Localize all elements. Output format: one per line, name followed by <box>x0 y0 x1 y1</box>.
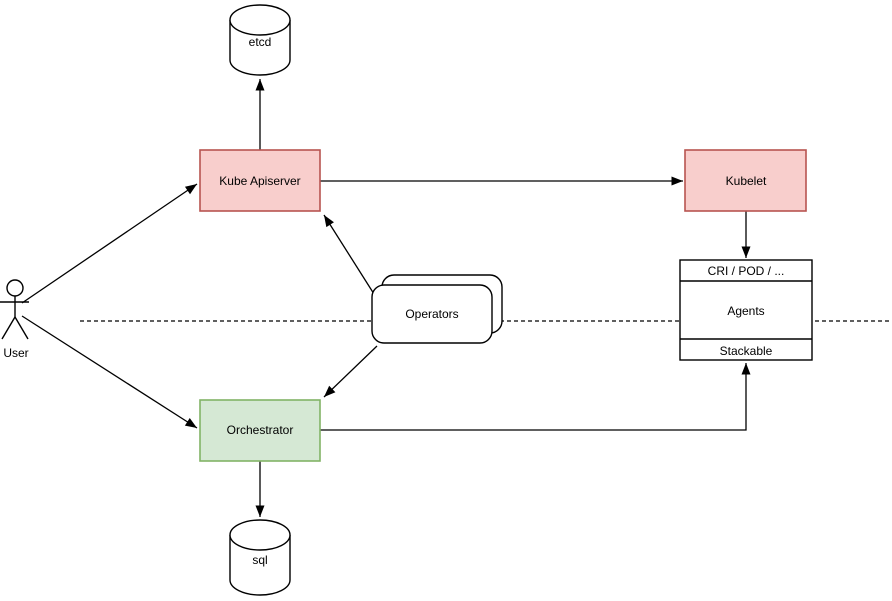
agents-node: CRI / POD / ... Agents Stackable <box>679 259 813 361</box>
kube-apiserver-label: Kube Apiserver <box>219 174 300 188</box>
actor-left-leg <box>1 316 16 340</box>
edge-operators-to-orchestrator <box>323 345 378 398</box>
etcd-label: etcd <box>249 35 272 49</box>
kube-apiserver-shape <box>199 149 321 212</box>
sql-cylinder-top-arc <box>229 534 291 551</box>
kubelet-label: Kubelet <box>726 174 767 188</box>
sql-label: sql <box>252 553 267 567</box>
etcd-cylinder-top-arc <box>229 19 291 36</box>
agents-shape <box>679 259 813 361</box>
actor-right-leg <box>14 316 29 340</box>
kubelet-node: Kubelet <box>684 149 807 212</box>
operators-front-shape <box>371 284 493 344</box>
operators-label: Operators <box>405 307 458 321</box>
operators-node: Operators <box>371 274 503 344</box>
user-label: User <box>3 346 28 360</box>
orchestrator-node: Orchestrator <box>199 399 321 462</box>
kube-apiserver-node: Kube Apiserver <box>199 149 321 212</box>
edge-user-to-orchestrator <box>21 315 198 429</box>
edge-orchestrator-to-stackable <box>320 363 751 431</box>
orchestrator-label: Orchestrator <box>227 423 294 437</box>
agents-footer-label: Stackable <box>720 344 773 358</box>
edges-layer <box>21 79 751 517</box>
actor-head <box>6 279 24 297</box>
edge-operators-to-apiserver <box>323 214 375 295</box>
kubelet-shape <box>684 149 807 212</box>
agents-body-label: Agents <box>727 304 764 318</box>
edge-user-to-apiserver <box>21 183 198 304</box>
orchestrator-shape <box>199 399 321 462</box>
agents-header-label: CRI / POD / ... <box>708 264 785 278</box>
user-actor: User <box>0 279 29 360</box>
sql-node: sql <box>229 519 291 596</box>
etcd-node: etcd <box>229 4 291 76</box>
